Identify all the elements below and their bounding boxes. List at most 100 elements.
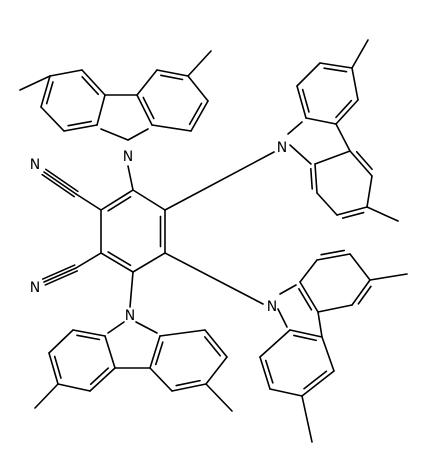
bond-line: [104, 335, 116, 369]
double-bond-line: [154, 341, 164, 366]
bond-line: [351, 279, 371, 306]
bond-line: [151, 124, 192, 132]
bond-line: [319, 62, 353, 69]
bond-line: [289, 329, 323, 338]
bond-line: [314, 163, 318, 194]
double-bond-line: [298, 288, 313, 311]
double-bond-line: [107, 251, 132, 267]
triple-bond-line: [44, 270, 79, 286]
bond-line: [305, 117, 337, 125]
bond-line: [279, 284, 297, 295]
bond-line: [204, 329, 228, 358]
double-bond-line: [188, 102, 203, 126]
double-bond-line: [264, 359, 274, 384]
bond-line: [57, 383, 91, 392]
bond-line: [100, 252, 134, 273]
bond-line: [156, 69, 189, 77]
double-bond-line: [175, 379, 201, 387]
bond-line: [351, 67, 359, 101]
bond-line: [171, 383, 207, 392]
bond-line: [136, 69, 158, 96]
bond-line: [149, 367, 173, 392]
bond-line: [296, 85, 307, 119]
bond-line: [63, 124, 98, 132]
bond-line: [132, 189, 166, 211]
double-bond-line: [310, 167, 314, 190]
bond-line: [100, 128, 129, 141]
double-bond-line: [204, 336, 222, 357]
double-bond-line: [320, 249, 346, 256]
double-bond-line: [142, 96, 155, 120]
carbazole-nitrogen-bottom-right: N: [267, 299, 277, 315]
bond-line: [89, 367, 116, 392]
bond-line: [321, 336, 335, 372]
bond-line: [335, 123, 351, 152]
bond-line: [48, 329, 74, 354]
double-bond-line: [89, 367, 110, 386]
bond-line: [164, 151, 275, 211]
bond-line: [296, 62, 321, 87]
bond-line: [366, 175, 373, 208]
bond-line: [72, 329, 106, 337]
bond-line: [335, 99, 359, 125]
bond-line: [164, 252, 264, 305]
double-bond-line: [303, 370, 328, 390]
carbazole-nitrogen-top-right: N: [277, 140, 287, 156]
double-bond-line: [301, 88, 310, 113]
bond-line: [81, 69, 106, 96]
methyl-bond: [187, 50, 212, 77]
atom-labels: N N N N N N: [30, 140, 287, 324]
bond-line: [316, 192, 338, 216]
bond-line: [127, 128, 149, 141]
bond-line: [316, 253, 351, 261]
bond-line: [317, 304, 353, 313]
bond-line: [287, 121, 303, 135]
bond-line: [277, 308, 288, 328]
bond-line: [136, 94, 153, 126]
bond-line: [336, 206, 368, 216]
double-bond-line: [357, 285, 372, 305]
bond-line: [259, 356, 271, 390]
bond-line: [40, 106, 65, 132]
bond-line: [190, 100, 209, 132]
double-bond-line: [76, 334, 101, 341]
double-bond-line: [107, 196, 132, 212]
methyl-bond: [205, 383, 233, 412]
methyl-bond: [351, 39, 369, 69]
bond-line: [149, 335, 161, 369]
bond-line: [40, 75, 51, 108]
triple-bond-line: [43, 267, 77, 283]
bond-line: [135, 321, 158, 334]
double-bond-line: [355, 150, 373, 171]
bond-line: [75, 252, 102, 269]
bond-line: [269, 388, 303, 397]
bond-line: [127, 165, 134, 191]
bond-line: [299, 259, 318, 283]
nitrile-nitrogen-upper: N: [30, 157, 40, 173]
double-bond-line: [67, 120, 93, 127]
double-bond-line: [335, 99, 353, 119]
double-bond-line: [81, 75, 100, 96]
bond-line: [129, 271, 134, 308]
triple-bond-line: [43, 171, 77, 195]
bond-line: [100, 189, 134, 211]
methyl-bond: [369, 273, 408, 281]
double-bond-line: [323, 67, 348, 73]
methyl-bond: [301, 395, 313, 443]
bond-line: [289, 144, 312, 165]
triple-bond-line: [45, 168, 79, 193]
bond-line: [187, 75, 209, 102]
triple-bond-line: [41, 173, 75, 198]
bond-line: [96, 94, 106, 126]
triple-bond-line: [41, 264, 76, 280]
bond-line: [75, 193, 102, 211]
carbazole-nitrogen-top-left: N: [123, 149, 133, 165]
methyl-bond: [34, 383, 59, 409]
bond-line: [314, 150, 351, 165]
bond-line: [132, 252, 166, 273]
bond-line: [107, 321, 125, 334]
bond-line: [259, 329, 291, 358]
bond-line: [49, 69, 83, 77]
